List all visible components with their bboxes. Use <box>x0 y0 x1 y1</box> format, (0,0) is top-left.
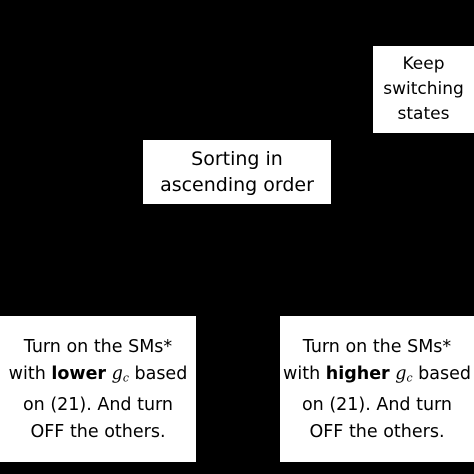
lower-box-line-1: Turn on the SMs* <box>23 337 173 358</box>
higher-gc-box: Turn on the SMs* with higher gc based on… <box>280 316 474 462</box>
gc-symbol-subscript: c <box>406 371 413 385</box>
higher-box-line-2-suffix: based <box>412 364 471 385</box>
lower-box-line-2: with lower gc based <box>9 361 188 392</box>
keep-box-line-2: switching <box>383 79 464 99</box>
keep-box-line-3: states <box>397 104 450 124</box>
higher-box-line-3: on (21). And turn <box>301 394 453 415</box>
lower-box-line-3: on (21). And turn <box>22 394 174 415</box>
lower-gc-box: Turn on the SMs* with lower gc based on … <box>0 316 196 462</box>
lower-box-line-2-prefix: with <box>8 364 52 385</box>
higher-box-line-2: with higher gc based <box>283 361 471 392</box>
sort-box-line-1: Sorting in <box>191 148 283 170</box>
gc-symbol-main: g <box>111 364 123 385</box>
gc-symbol: gc <box>395 364 413 385</box>
lower-box-line-4: OFF the others. <box>30 421 166 442</box>
keep-switching-states-box: Keep switching states <box>373 46 474 133</box>
sorting-box: Sorting in ascending order <box>143 140 331 204</box>
gc-symbol: gc <box>111 364 129 385</box>
higher-box-line-2-prefix: with <box>283 364 326 385</box>
higher-box-bold-word: higher <box>325 364 390 385</box>
gc-symbol-main: g <box>395 364 407 385</box>
gc-symbol-subscript: c <box>122 371 129 385</box>
keep-box-line-1: Keep <box>402 54 445 74</box>
lower-box-bold-word: lower <box>51 364 107 385</box>
higher-box-line-4: OFF the others. <box>309 421 445 442</box>
higher-box-line-1: Turn on the SMs* <box>302 337 452 358</box>
lower-box-line-2-suffix: based <box>128 364 188 385</box>
sort-box-line-2: ascending order <box>160 174 314 196</box>
